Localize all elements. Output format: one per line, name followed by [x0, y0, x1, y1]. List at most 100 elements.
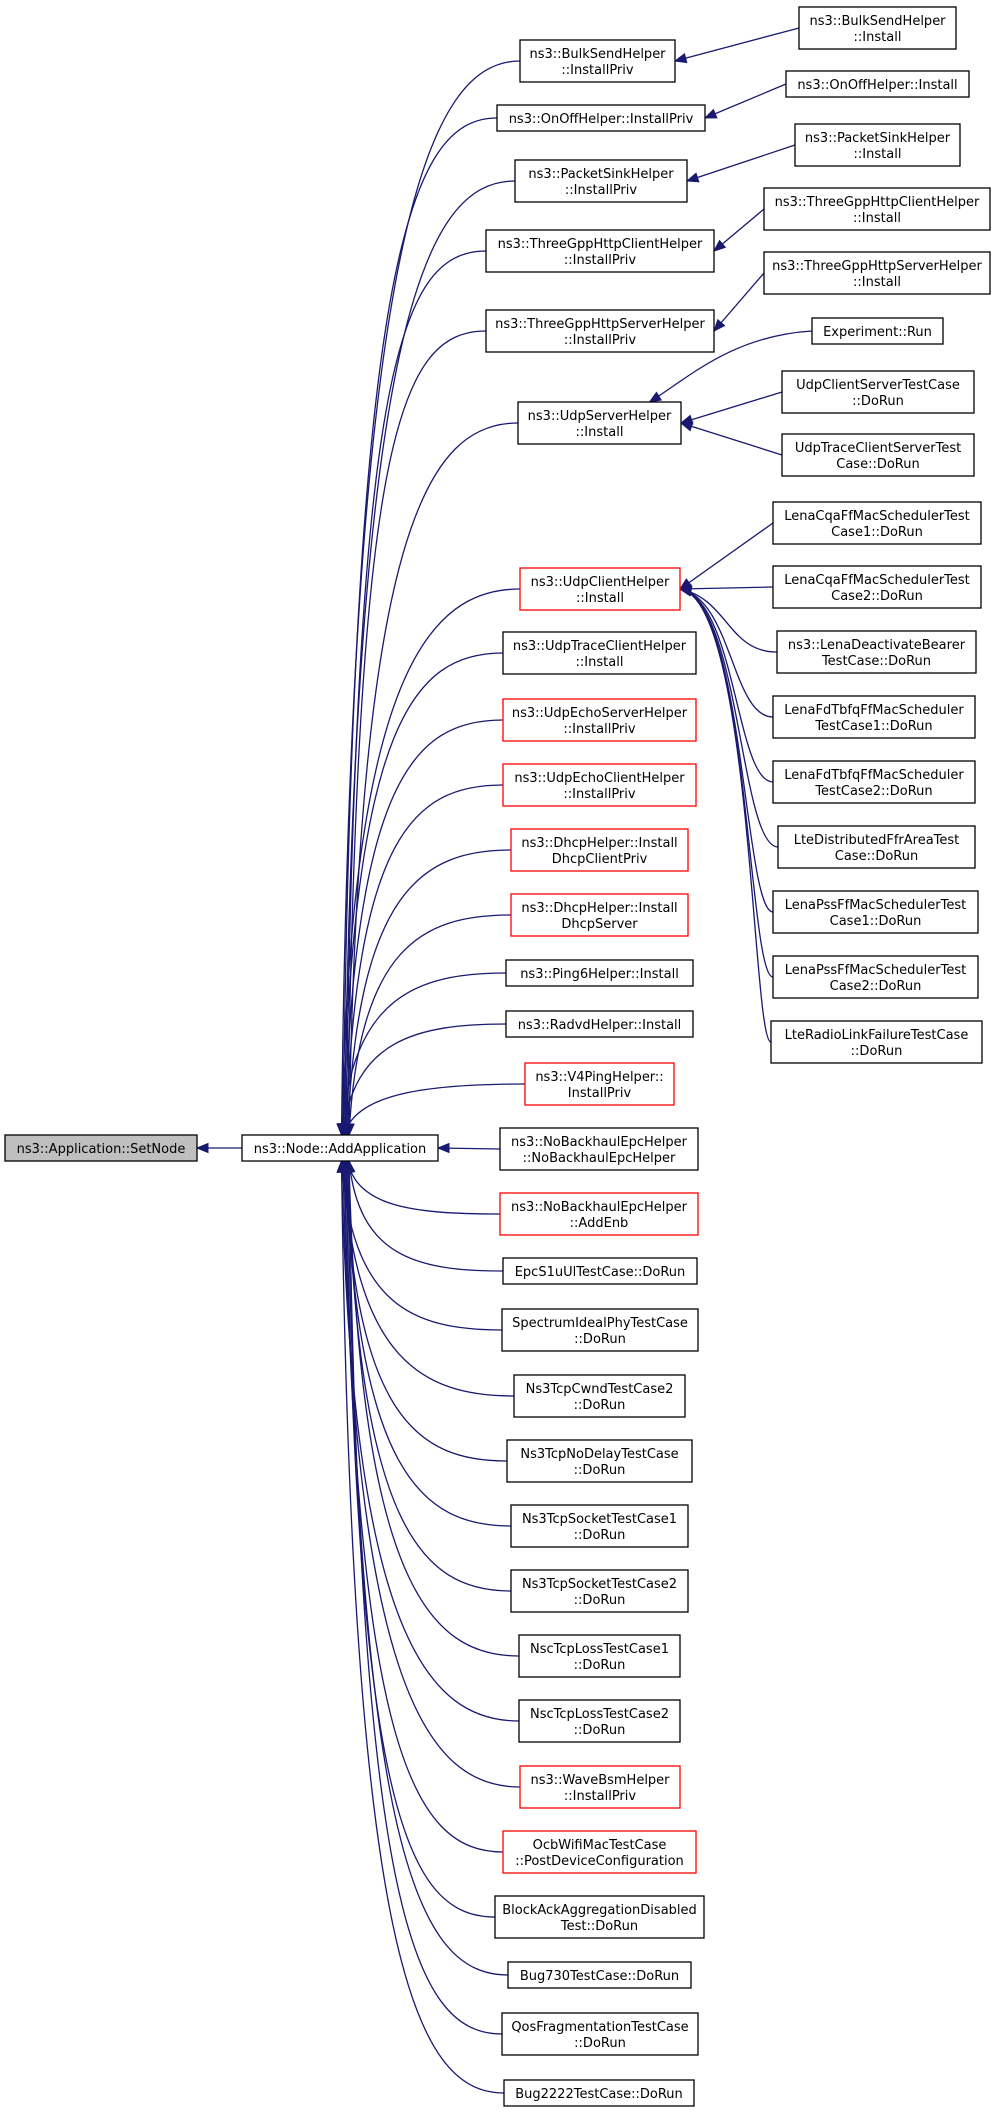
node-box: [510, 1569, 689, 1613]
edge-ocbwifi-to-addapp: [339, 1159, 504, 1853]
node-udpclient[interactable]: ns3::UdpClientHelper::Install: [519, 567, 681, 611]
node-label: ns3::NoBackhaulEpcHelper: [511, 1135, 688, 1150]
node-label: Bug2222TestCase::DoRun: [515, 2087, 683, 2102]
node-sink-priv[interactable]: ns3::PacketSinkHelper::InstallPriv: [514, 159, 688, 203]
node-nobh-ctor[interactable]: ns3::NoBackhaulEpcHelper::NoBackhaulEpcH…: [499, 1127, 699, 1171]
edge-exprun-to-udpserver: [648, 330, 813, 403]
node-label: ns3::UdpEchoServerHelper: [512, 706, 688, 721]
node-box: [513, 1374, 686, 1418]
node-label: ::DoRun: [574, 1398, 626, 1413]
node-label: ns3::UdpServerHelper: [528, 409, 672, 424]
node-label: ns3::DhcpHelper::Install: [521, 901, 677, 916]
node-label: Case2::DoRun: [830, 979, 922, 994]
node-nodelay[interactable]: Ns3TcpNoDelayTestCase::DoRun: [506, 1439, 693, 1483]
node-exprun[interactable]: Experiment::Run: [811, 317, 944, 345]
node-label: ::InstallPriv: [561, 63, 633, 78]
node-box: [502, 1830, 697, 1874]
call-graph-nodes: ns3::Application::SetNode ns3::Node::AddA…: [4, 6, 991, 2107]
node-https-priv[interactable]: ns3::ThreeGppHttpServerHelper::InstallPr…: [485, 309, 715, 353]
node-label: ns3::OnOffHelper::Install: [797, 78, 957, 93]
node-bug2222[interactable]: Bug2222TestCase::DoRun: [503, 2079, 695, 2107]
node-nobh-addenb[interactable]: ns3::NoBackhaulEpcHelper::AddEnb: [499, 1192, 699, 1236]
node-epcs1u[interactable]: EpcS1uUlTestCase::DoRun: [502, 1257, 698, 1285]
node-udpserver[interactable]: ns3::UdpServerHelper::Install: [517, 401, 682, 445]
node-label: ::InstallPriv: [563, 787, 635, 802]
node-cwnd2[interactable]: Ns3TcpCwndTestCase2::DoRun: [513, 1374, 686, 1418]
node-label: Ns3TcpSocketTestCase1: [522, 1512, 677, 1527]
node-label: TestCase::DoRun: [821, 654, 931, 669]
node-box: [501, 2012, 699, 2056]
node-box: [772, 760, 976, 804]
node-bulk-install[interactable]: ns3::BulkSendHelper::Install: [798, 6, 957, 50]
edge-blockack-to-addapp: [340, 1159, 496, 1918]
node-setnode[interactable]: ns3::Application::SetNode: [4, 1134, 198, 1162]
node-socket2[interactable]: Ns3TcpSocketTestCase2::DoRun: [510, 1569, 689, 1613]
node-onoff-priv[interactable]: ns3::OnOffHelper::InstallPriv: [496, 104, 706, 132]
node-label: ns3::ThreeGppHttpServerHelper: [772, 259, 982, 274]
node-ocbwifi[interactable]: OcbWifiMacTestCase::PostDeviceConfigurat…: [502, 1830, 697, 1874]
node-label: ns3::OnOffHelper::InstallPriv: [509, 112, 694, 127]
node-label: Case1::DoRun: [831, 525, 923, 540]
node-box: [772, 695, 976, 739]
node-v4ping[interactable]: ns3::V4PingHelper::InstallPriv: [524, 1062, 675, 1106]
node-label: QosFragmentationTestCase: [511, 2020, 688, 2035]
node-label: ::Install: [853, 211, 901, 226]
node-addapp[interactable]: ns3::Node::AddApplication: [241, 1134, 439, 1162]
node-qosfrag[interactable]: QosFragmentationTestCase::DoRun: [501, 2012, 699, 2056]
node-box: [772, 890, 979, 934]
edge-rlf-to-udpclient: [678, 585, 772, 1043]
node-label: ns3::UdpClientHelper: [531, 575, 670, 590]
node-radvd[interactable]: ns3::RadvdHelper::Install: [505, 1010, 694, 1038]
node-label: DhcpServer: [561, 917, 638, 932]
node-echoclient[interactable]: ns3::UdpEchoClientHelper::InstallPriv: [502, 763, 697, 807]
node-box: [518, 1699, 681, 1743]
node-box: [777, 825, 976, 869]
node-ping6[interactable]: ns3::Ping6Helper::Install: [505, 959, 694, 987]
node-box: [517, 401, 682, 445]
node-label: Experiment::Run: [823, 325, 932, 340]
node-echoserver[interactable]: ns3::UdpEchoServerHelper::InstallPriv: [502, 698, 697, 742]
node-httpc-priv[interactable]: ns3::ThreeGppHttpClientHelper::InstallPr…: [485, 229, 715, 273]
node-spectrum[interactable]: SpectrumIdealPhyTestCase::DoRun: [501, 1308, 699, 1352]
node-label: ns3::NoBackhaulEpcHelper: [511, 1200, 688, 1215]
node-httpc-install[interactable]: ns3::ThreeGppHttpClientHelper::Install: [763, 187, 991, 231]
node-label: DhcpClientPriv: [552, 852, 648, 867]
node-wavebsm[interactable]: ns3::WaveBsmHelper::InstallPriv: [519, 1765, 681, 1809]
node-label: ns3::WaveBsmHelper: [530, 1773, 670, 1788]
node-box: [507, 1961, 692, 1989]
node-label: EpcS1uUlTestCase::DoRun: [515, 1265, 686, 1280]
node-nscloss2[interactable]: NscTcpLossTestCase2::DoRun: [518, 1699, 681, 1743]
node-box: [781, 370, 975, 414]
node-bug730[interactable]: Bug730TestCase::DoRun: [507, 1961, 692, 1989]
node-onoff-install[interactable]: ns3::OnOffHelper::Install: [785, 70, 970, 98]
node-label: NscTcpLossTestCase2: [530, 1707, 669, 1722]
node-https-install[interactable]: ns3::ThreeGppHttpServerHelper::Install: [763, 251, 991, 295]
node-rlf[interactable]: LteRadioLinkFailureTestCase::DoRun: [770, 1020, 983, 1064]
node-socket1[interactable]: Ns3TcpSocketTestCase1::DoRun: [510, 1504, 689, 1548]
node-nscloss1[interactable]: NscTcpLossTestCase1::DoRun: [518, 1634, 681, 1678]
node-box: [776, 630, 977, 674]
node-label: ::Install: [854, 30, 902, 45]
node-label: ns3::V4PingHelper::: [535, 1070, 663, 1085]
node-udptrace[interactable]: ns3::UdpTraceClientHelper::Install: [502, 631, 697, 675]
node-sink-install[interactable]: ns3::PacketSinkHelper::Install: [794, 123, 961, 167]
node-label: ns3::ThreeGppHttpServerHelper: [495, 317, 705, 332]
node-label: ::DoRun: [574, 1528, 626, 1543]
node-box: [241, 1134, 439, 1162]
node-bulk-priv[interactable]: ns3::BulkSendHelper::InstallPriv: [519, 39, 676, 83]
node-label: ns3::BulkSendHelper: [809, 14, 946, 29]
node-box: [506, 1439, 693, 1483]
node-udpcs[interactable]: UdpClientServerTestCase::DoRun: [781, 370, 975, 414]
